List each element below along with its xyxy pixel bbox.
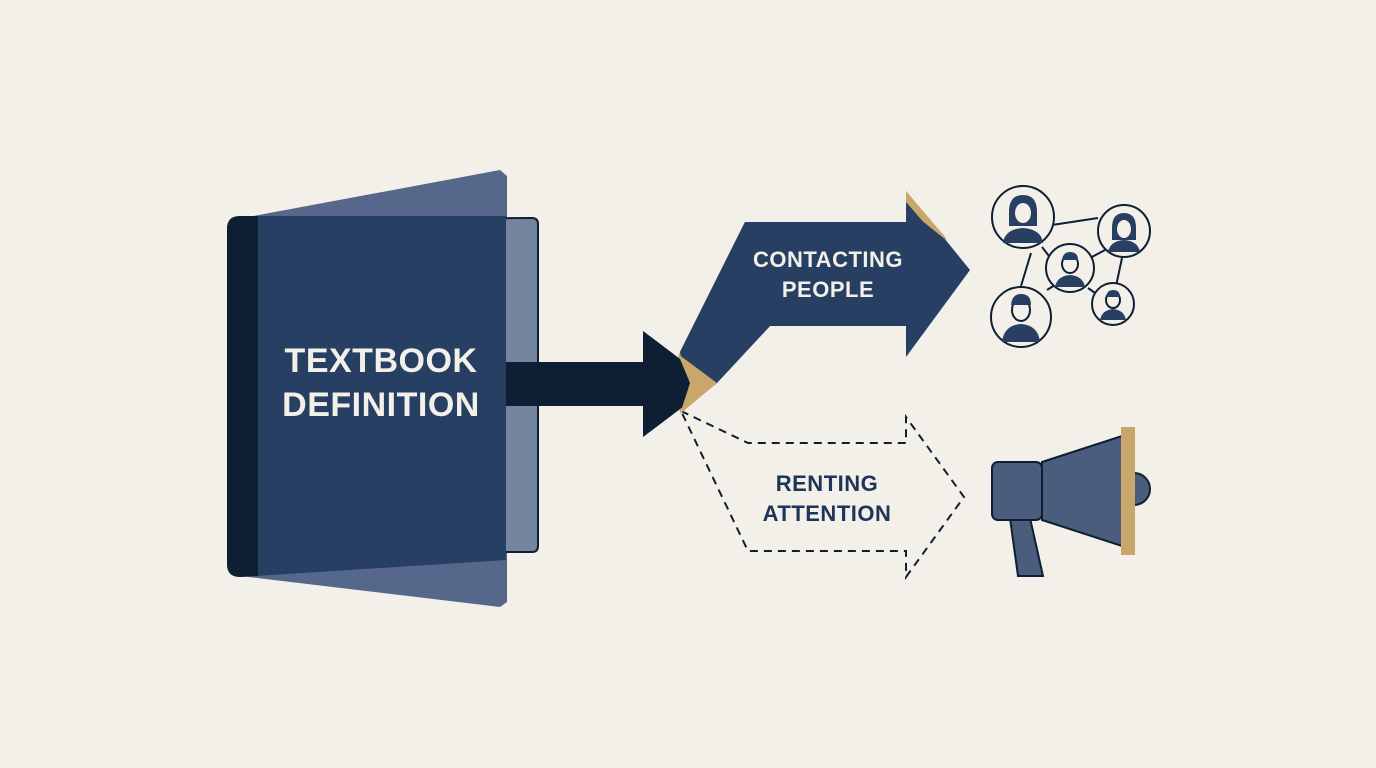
person-node — [991, 185, 1055, 249]
gold-accent-elbow-edge — [678, 354, 717, 414]
dashed-arrow-outline — [680, 410, 966, 581]
solid-path-label-line1: CONTACTING — [753, 247, 903, 272]
megaphone-icon — [991, 427, 1151, 577]
dashed-path-label-line2: ATTENTION — [763, 501, 892, 526]
main-arrow-head-front — [643, 331, 713, 437]
megaphone-cone — [1041, 434, 1123, 548]
megaphone-body — [991, 461, 1043, 521]
person-node — [1045, 243, 1095, 293]
gold-accent-tip — [906, 191, 946, 240]
book-label-line2: DEFINITION — [282, 386, 480, 424]
solid-path-label-line2: PEOPLE — [782, 277, 874, 302]
people-network-icon — [990, 185, 1151, 348]
book-label-line1: TEXTBOOK — [285, 342, 478, 380]
solid-path-contacting: CONTACTING PEOPLE — [643, 191, 970, 437]
network-link — [1020, 252, 1032, 287]
network-link — [1051, 217, 1099, 226]
book-spine — [227, 216, 258, 577]
solid-arrow-body-overlay — [680, 202, 965, 400]
person-node — [990, 286, 1052, 348]
network-link — [1089, 249, 1106, 259]
megaphone-handle — [1008, 517, 1045, 577]
main-arrow-shaft — [506, 362, 644, 406]
dashed-path-label-line1: RENTING — [776, 471, 879, 496]
book-cover — [227, 216, 506, 577]
person-node — [1091, 282, 1135, 326]
textbook: TEXTBOOK DEFINITION — [227, 170, 539, 607]
person-node — [1097, 204, 1151, 258]
dashed-path-renting: RENTING ATTENTION — [680, 410, 966, 581]
network-link — [1115, 257, 1123, 287]
megaphone-rim — [1121, 427, 1135, 555]
